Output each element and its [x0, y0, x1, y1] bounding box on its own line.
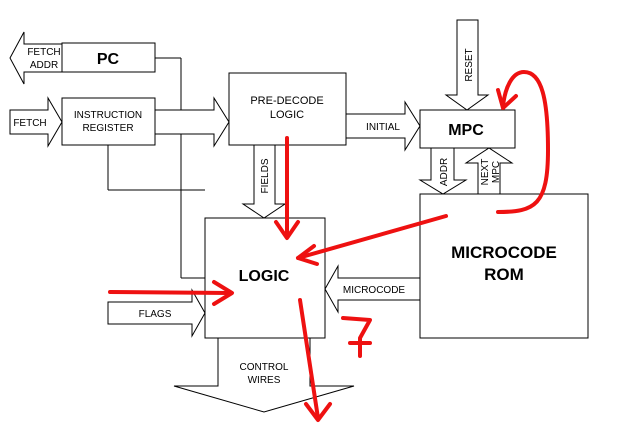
pc-label: PC: [97, 51, 120, 68]
red-flags-arrow: [108, 290, 232, 295]
flags-arrow: FLAGS: [107, 288, 206, 338]
mpc-label: MPC: [448, 122, 484, 139]
fetch-arrow: FETCH: [9, 96, 63, 148]
red-rom-to-logic-arrowhead: [296, 244, 319, 266]
reset-label: RESET: [464, 48, 475, 81]
predecode-logic-block: PRE-DECODE LOGIC: [228, 72, 347, 146]
microcode-rom-label-line1: MICROCODE: [451, 243, 557, 262]
fetch-addr-label-line1: FETCH: [27, 47, 60, 58]
pc-block: PC: [61, 42, 156, 73]
fields-arrow: FIELDS: [241, 144, 287, 219]
fetch-addr-arrow: FETCH ADDR: [9, 31, 63, 85]
microcode-rom-label-line2: ROM: [484, 265, 524, 284]
reset-arrow: RESET: [444, 19, 490, 111]
predecode-label-line2: LOGIC: [270, 109, 304, 121]
logic-label: LOGIC: [239, 268, 290, 285]
red-annotations: 7: [108, 70, 550, 422]
connector-lines: [107, 57, 205, 279]
initial-arrow: INITIAL: [345, 100, 421, 152]
red-loop-arrow: [496, 70, 550, 214]
predecode-label-line1: PRE-DECODE: [250, 95, 323, 107]
logic-block: LOGIC: [204, 217, 326, 339]
microcode-arrow: MICROCODE: [324, 264, 421, 314]
red-rom-to-logic-arrow: [296, 214, 448, 260]
control-wires-label-line2: WIRES: [248, 375, 281, 386]
next-mpc-arrow: NEXT MPC: [464, 147, 514, 195]
ir-to-predecode-arrow: [154, 96, 230, 148]
addr-arrow: ADDR: [418, 147, 468, 195]
microcode-label: MICROCODE: [343, 285, 406, 296]
mpc-block: MPC: [419, 109, 516, 149]
control-wires-label-line1: CONTROL: [240, 362, 289, 373]
microcode-rom-block: MICROCODE ROM: [419, 193, 589, 339]
red-flags-arrowhead: [212, 280, 234, 306]
instruction-register-block: INSTRUCTION REGISTER: [61, 97, 156, 146]
instruction-register-label-line2: REGISTER: [82, 123, 133, 134]
red-control-wires-arrowhead: [304, 402, 332, 422]
initial-label: INITIAL: [366, 122, 400, 133]
instruction-register-label-line1: INSTRUCTION: [74, 110, 142, 121]
red-control-wires-arrow: [298, 298, 320, 420]
next-mpc-label-line1: NEXT: [480, 159, 491, 186]
flags-label: FLAGS: [139, 309, 172, 320]
fetch-addr-label-line2: ADDR: [30, 60, 58, 71]
addr-label: ADDR: [439, 158, 450, 186]
red-handwritten-seven: [341, 316, 372, 358]
fetch-label: FETCH: [13, 118, 46, 129]
red-loop-arrowhead: [496, 88, 518, 110]
control-wires-arrow: CONTROL WIRES: [173, 337, 355, 413]
next-mpc-label-line2: MPC: [491, 161, 502, 183]
red-fields-arrowhead: [274, 220, 300, 240]
fields-label: FIELDS: [260, 158, 271, 193]
